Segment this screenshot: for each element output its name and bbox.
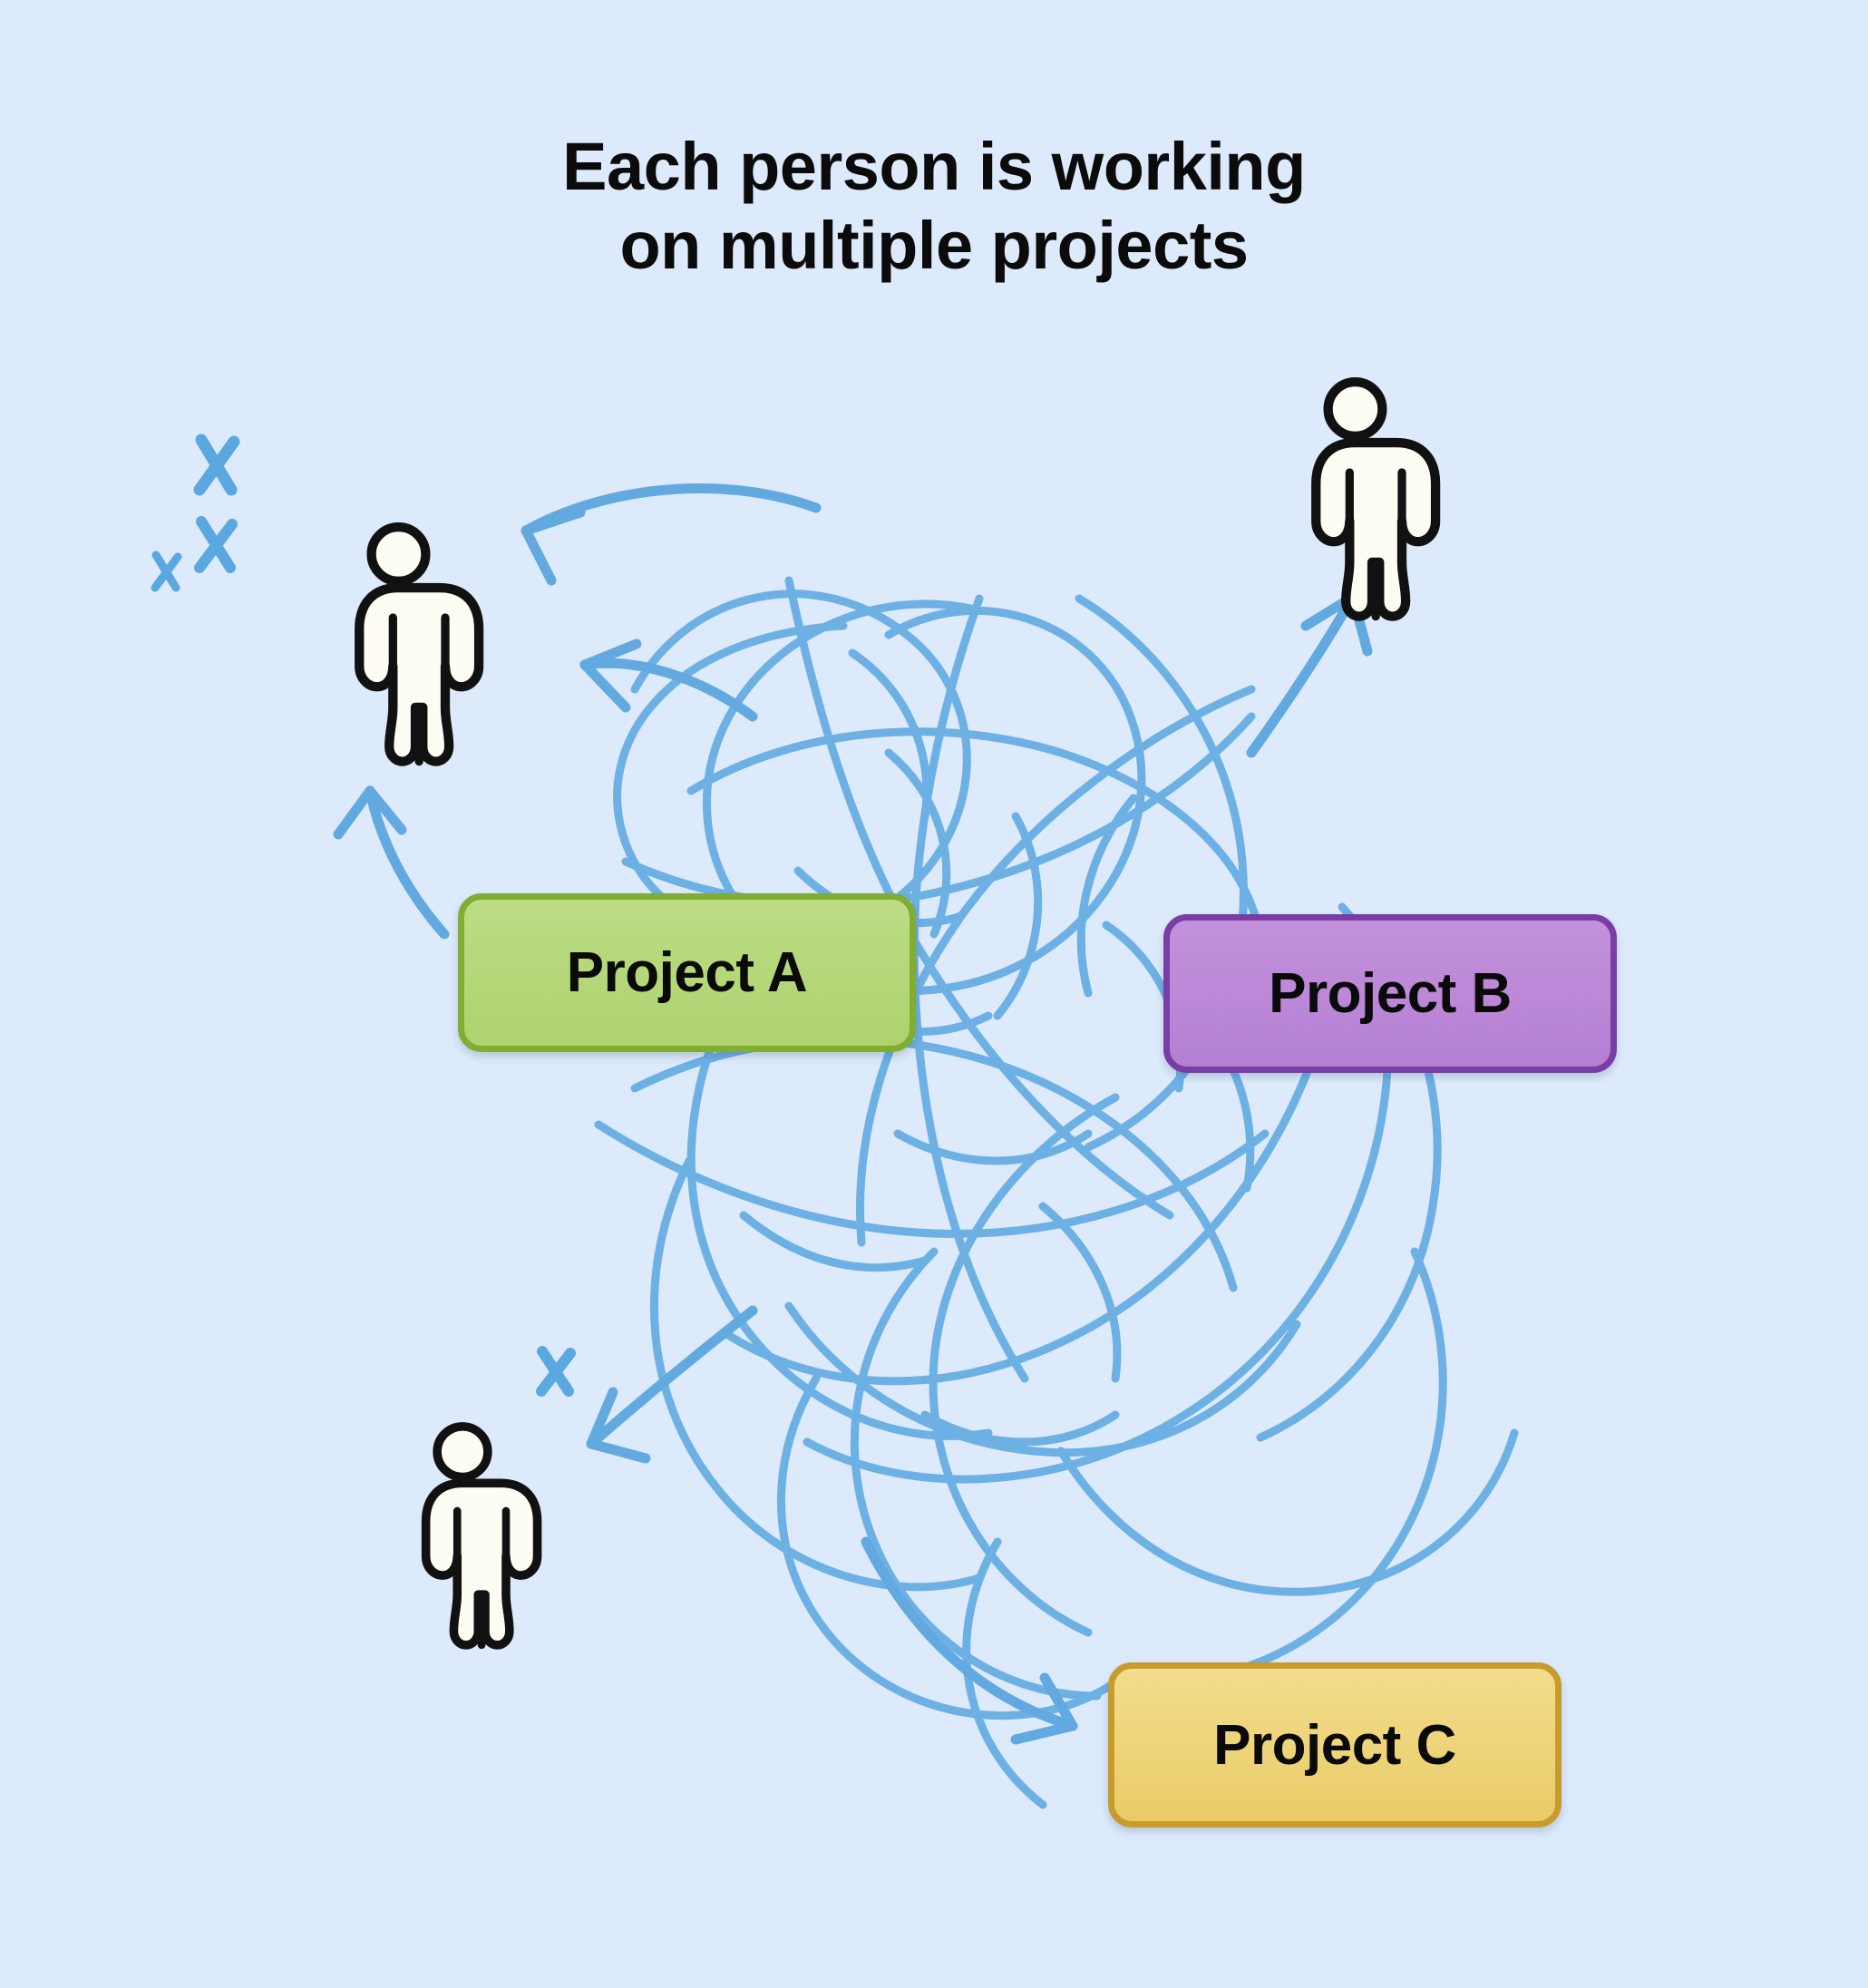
x-mark-4: [536, 1346, 576, 1397]
x-mark-2: [194, 516, 238, 573]
project-box-a-label: Project A: [566, 941, 808, 1004]
arrow-to-lower-left-person: [586, 1305, 758, 1464]
x-mark-group: [151, 434, 576, 1397]
project-box-b[interactable]: Project B: [1163, 914, 1617, 1073]
arrow-group: [333, 482, 1373, 1745]
project-box-c[interactable]: Project C: [1108, 1662, 1562, 1827]
x-mark-1: [193, 434, 240, 496]
x-mark-3: [151, 551, 182, 592]
arrow-to-project-c: [861, 1536, 1078, 1745]
person-figure-upper-left: [355, 521, 484, 766]
person-figure-lower-left: [421, 1422, 542, 1650]
project-box-a[interactable]: Project A: [458, 893, 916, 1052]
arrow-to-upper-right-person: [1246, 591, 1373, 758]
arrow-up-left-near-project-a: [333, 785, 450, 940]
person-figure-upper-right: [1311, 376, 1441, 621]
arrow-to-left-person: [579, 638, 758, 722]
scribble-tangle: [594, 576, 1519, 1809]
project-box-b-label: Project B: [1269, 962, 1512, 1025]
project-box-c-label: Project C: [1213, 1713, 1456, 1777]
arrow-to-upper-left-person: [521, 482, 822, 586]
people-group: [355, 376, 1441, 1650]
